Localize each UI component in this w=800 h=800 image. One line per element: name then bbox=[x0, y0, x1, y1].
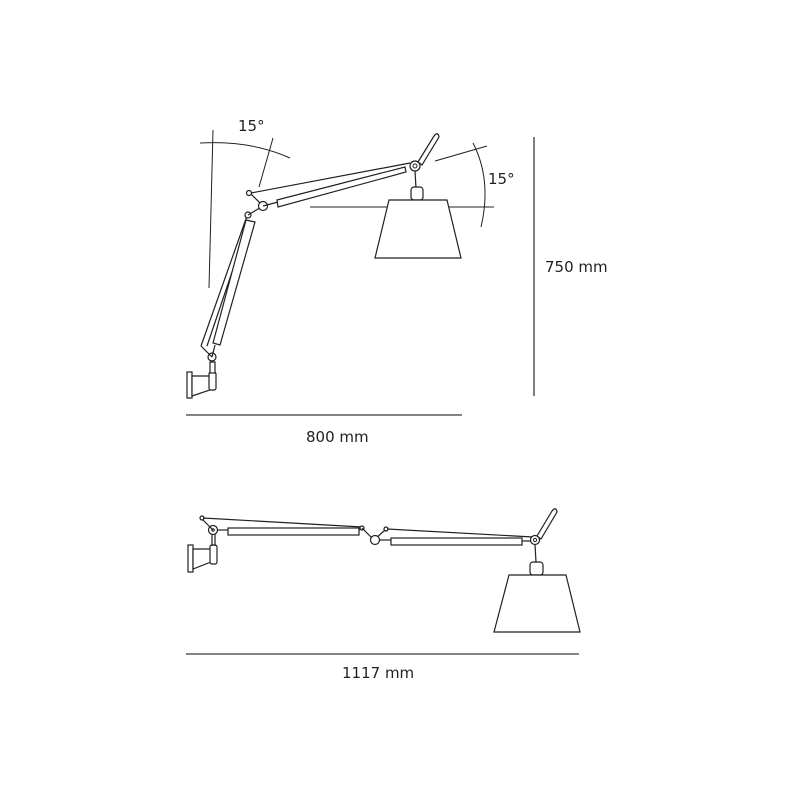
upper-arm-bottom bbox=[379, 528, 534, 546]
wall-bracket-bottom bbox=[187, 534, 218, 573]
lower-arm-bottom bbox=[202, 517, 365, 536]
top-lamp-figure bbox=[186, 129, 535, 416]
angle-label-left: 15° bbox=[238, 117, 265, 135]
shade-top bbox=[374, 186, 462, 259]
elbow-joint-bottom bbox=[369, 534, 381, 546]
angle-label-right: 15° bbox=[488, 170, 515, 188]
head-handle-top bbox=[417, 133, 440, 166]
head-joint-bottom bbox=[529, 534, 541, 546]
width-dimension-label-bottom: 1117 mm bbox=[342, 664, 415, 682]
width-dimension-label-top: 800 mm bbox=[306, 428, 369, 446]
lower-arm-top bbox=[200, 215, 256, 347]
wall-bracket-top bbox=[186, 361, 217, 399]
shade-bottom bbox=[493, 561, 581, 633]
bottom-lamp-figure bbox=[186, 508, 581, 655]
left-angle-guide bbox=[199, 129, 291, 289]
upper-arm-top bbox=[250, 162, 411, 208]
height-dimension-label: 750 mm bbox=[545, 258, 608, 276]
head-handle-bottom bbox=[536, 508, 558, 540]
